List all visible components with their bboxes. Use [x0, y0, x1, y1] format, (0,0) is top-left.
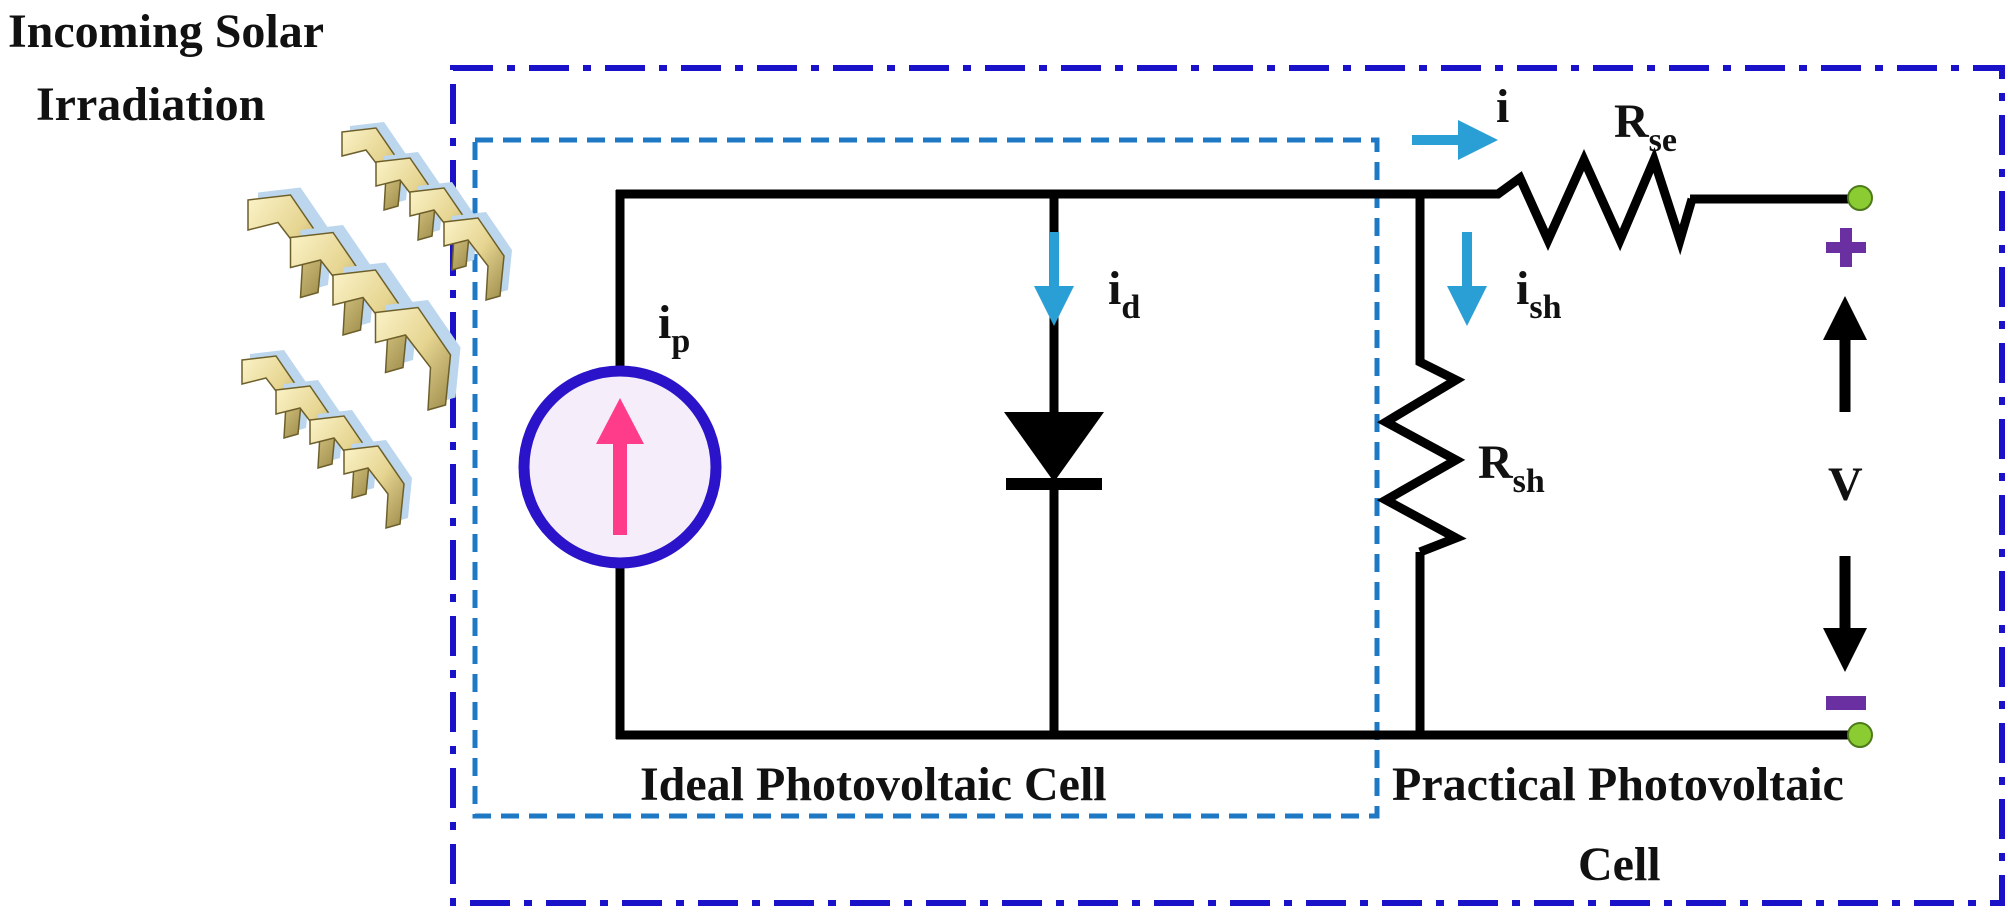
practical-cell-label-line-1: Practical Photovoltaic — [1392, 758, 1844, 811]
current-source — [518, 365, 722, 569]
practical-cell-boundary — [450, 65, 2005, 906]
chevron-icon — [247, 194, 324, 299]
chevron-icon — [332, 269, 409, 374]
label-ish: ish — [1516, 262, 1562, 326]
label-voltage: V — [1828, 458, 1863, 511]
polarity-plus — [1826, 228, 1866, 267]
chevron-icon — [341, 127, 403, 212]
diode — [1004, 412, 1104, 490]
chevron-icon — [275, 385, 337, 470]
current-arrows — [1034, 120, 1498, 326]
chevron-icon — [443, 217, 505, 302]
chevron-icon — [409, 187, 471, 272]
label-ip: ip — [658, 296, 690, 360]
title-line-1: Incoming Solar — [8, 5, 324, 58]
label-i: i — [1496, 80, 1509, 133]
shunt-resistor — [1376, 356, 1467, 557]
practical-cell-label-line-2: Cell — [1578, 838, 1661, 891]
positive-terminal — [1847, 185, 1873, 211]
chevron-icon — [309, 415, 371, 500]
title-line-2: Irradiation — [36, 78, 265, 131]
polarity-minus — [1826, 696, 1866, 710]
solar-irradiation-arrows — [241, 122, 512, 530]
ideal-cell-boundary — [472, 137, 1380, 819]
chevron-icon — [241, 355, 303, 440]
label-id: id — [1108, 262, 1140, 326]
chevron-icon — [375, 157, 437, 242]
label-rse: Rse — [1614, 95, 1677, 159]
ideal-cell-label: Ideal Photovoltaic Cell — [640, 758, 1107, 811]
negative-terminal — [1847, 722, 1873, 748]
circuit-wires — [615, 189, 1858, 740]
chevron-icon — [374, 306, 452, 412]
chevron-icon — [343, 445, 405, 530]
chevron-icon — [289, 231, 367, 337]
series-resistor — [1480, 147, 1697, 256]
label-rsh: Rsh — [1478, 436, 1545, 500]
